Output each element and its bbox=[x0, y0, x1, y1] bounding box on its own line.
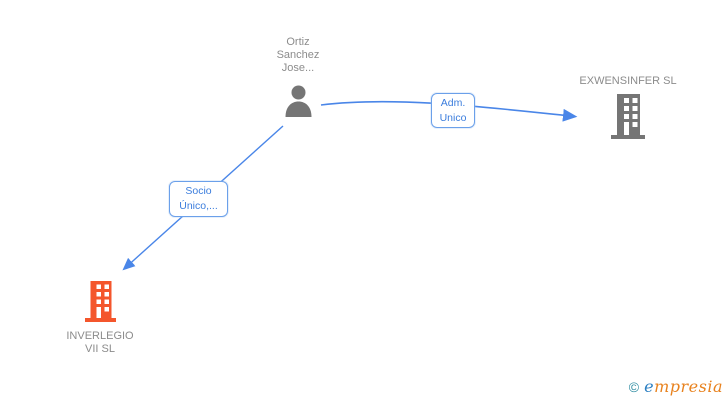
edge-socio-label-line1: Socio bbox=[185, 185, 212, 197]
copyright-icon: © bbox=[628, 379, 640, 395]
empresia-logo[interactable]: © empresia bbox=[629, 377, 723, 396]
node-company-exwensinfer[interactable]: EXWENSINFER SL bbox=[578, 75, 678, 144]
building-icon-highlighted bbox=[84, 281, 116, 327]
edge-adm-label-line2: Unico bbox=[439, 111, 467, 124]
person-name-line3: Jose... bbox=[281, 62, 315, 74]
edge-label-adm-unico[interactable]: Adm. Unico bbox=[431, 93, 475, 128]
person-icon bbox=[283, 85, 314, 122]
node-company-inverlegio[interactable]: INVERLEGIO VII SL bbox=[50, 281, 150, 356]
brand-first-letter: e bbox=[644, 377, 655, 396]
company-exwensinfer-label: EXWENSINFER SL bbox=[579, 75, 677, 87]
edge-label-socio-unico[interactable]: Socio Único,... bbox=[169, 181, 228, 217]
brand-wordmark: empresia bbox=[644, 377, 723, 396]
edge-socio-label-line2: Único,... bbox=[179, 200, 218, 212]
edge-adm-label-line1: Adm. bbox=[440, 96, 466, 109]
company-inverlegio-label-line2: VII SL bbox=[85, 343, 115, 355]
brand-rest: mpresia bbox=[654, 377, 723, 396]
company-inverlegio-label: INVERLEGIO VII SL bbox=[66, 330, 133, 356]
person-name-line2: Sanchez bbox=[276, 49, 320, 61]
company-inverlegio-label-line1: INVERLEGIO bbox=[66, 330, 134, 342]
node-person[interactable]: Ortiz Sanchez Jose... bbox=[248, 36, 348, 122]
person-name-line1: Ortiz bbox=[286, 36, 310, 48]
person-name-label: Ortiz Sanchez Jose... bbox=[277, 36, 320, 75]
building-icon bbox=[611, 94, 645, 144]
